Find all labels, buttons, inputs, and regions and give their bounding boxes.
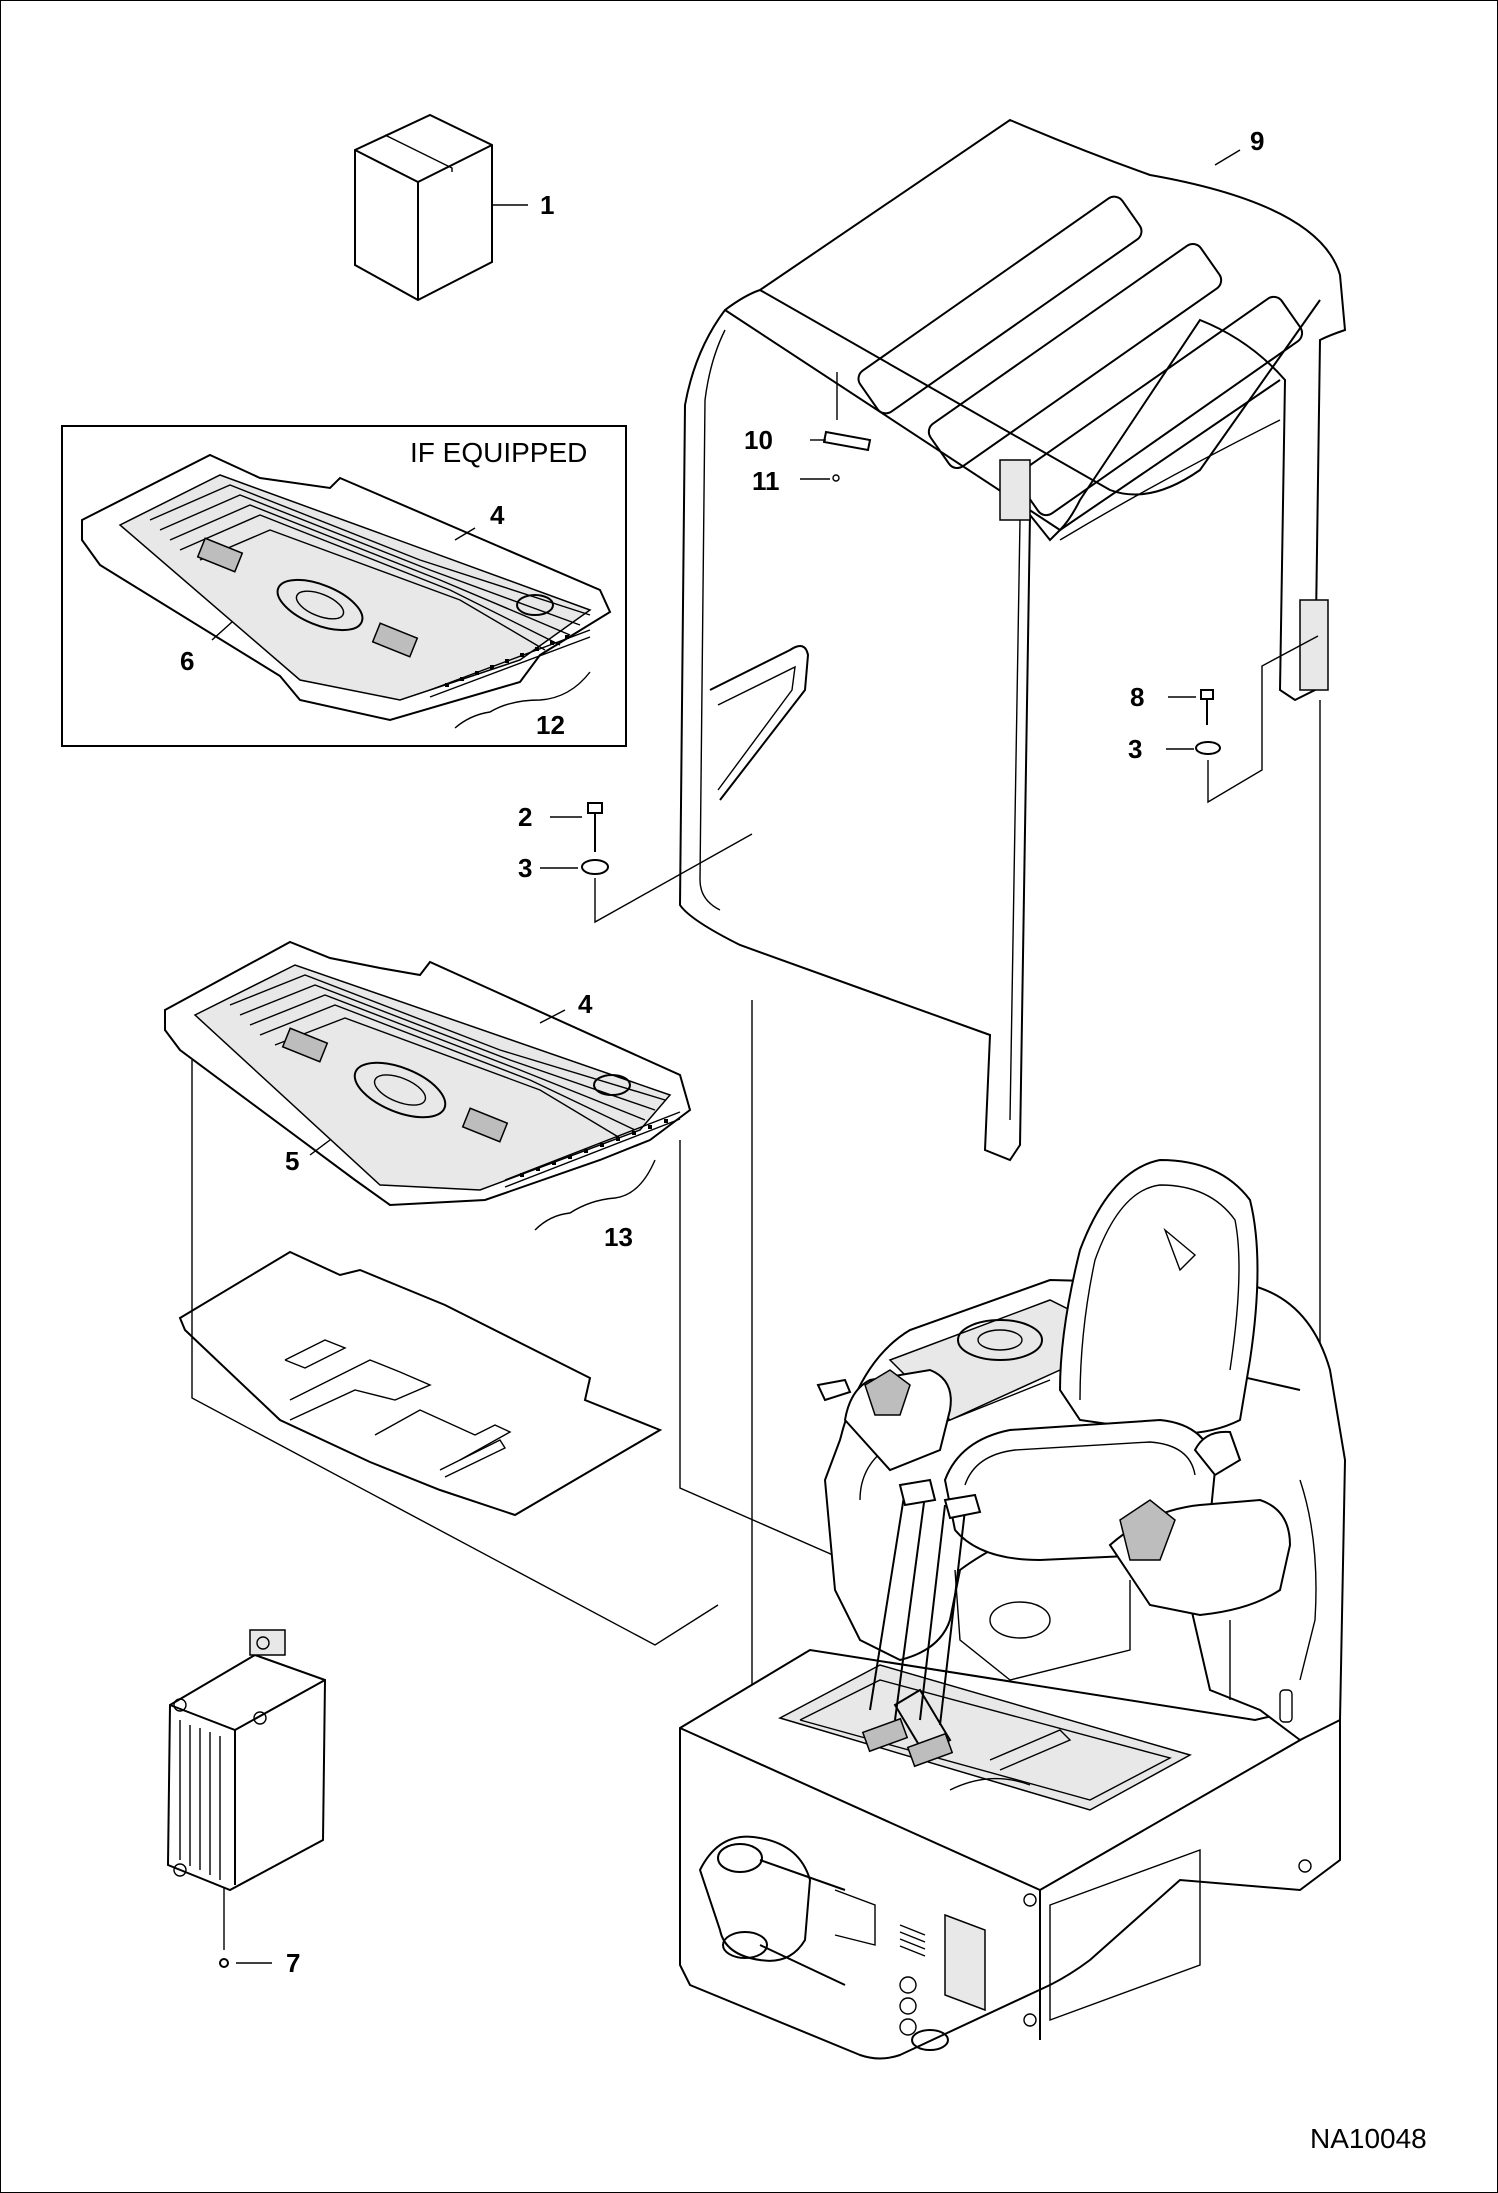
callout-6: 6 — [180, 646, 194, 676]
callout-9: 9 — [1250, 126, 1264, 156]
callout-10: 10 — [744, 425, 773, 455]
brace-13 — [534, 1159, 656, 1231]
inset-label: IF EQUIPPED — [410, 437, 587, 468]
inset-box — [61, 425, 627, 747]
callout-3b: 3 — [1128, 734, 1142, 764]
drawing-id: NA10048 — [1310, 2123, 1427, 2154]
floor-mat — [178, 1250, 663, 1517]
washer-right — [1195, 741, 1221, 755]
operator-console — [816, 1158, 1347, 1768]
leader-4a — [454, 527, 476, 541]
assembly-line-floor-right — [679, 1140, 891, 1581]
callout-7: 7 — [286, 1948, 300, 1978]
callout-12: 12 — [536, 710, 565, 740]
callout-1: 1 — [540, 190, 554, 220]
leader-6 — [211, 621, 233, 641]
panel-screw — [219, 1958, 229, 1968]
floor-plate-inset — [81, 453, 612, 722]
leader-5 — [309, 1139, 331, 1156]
washer-left — [581, 859, 609, 875]
floor-mat-cutouts — [284, 1339, 512, 1478]
small-screw — [832, 474, 840, 482]
callout-4a: 4 — [490, 500, 505, 530]
assembly-line-left — [594, 833, 753, 924]
brace-12 — [454, 671, 591, 729]
callout-3a: 3 — [518, 853, 532, 883]
side-panel — [166, 1629, 327, 1950]
operator-base — [679, 1648, 1341, 2060]
assembly-line-floor-left — [191, 1060, 719, 1646]
callout-8: 8 — [1130, 682, 1144, 712]
leader-9 — [1214, 149, 1241, 166]
bolt-left — [587, 802, 603, 852]
leader-4b — [539, 1009, 566, 1024]
bolt-right — [1200, 689, 1214, 725]
callout-4b: 4 — [578, 989, 593, 1019]
decal-plate — [822, 430, 872, 452]
part-box — [354, 113, 493, 302]
callout-5: 5 — [285, 1146, 299, 1176]
floor-plate-main — [164, 940, 692, 1207]
callout-2: 2 — [518, 802, 532, 832]
assembly-line-right — [1207, 635, 1319, 804]
callout-13: 13 — [604, 1222, 633, 1252]
canopy — [678, 118, 1347, 1162]
callout-11: 11 — [752, 466, 780, 496]
